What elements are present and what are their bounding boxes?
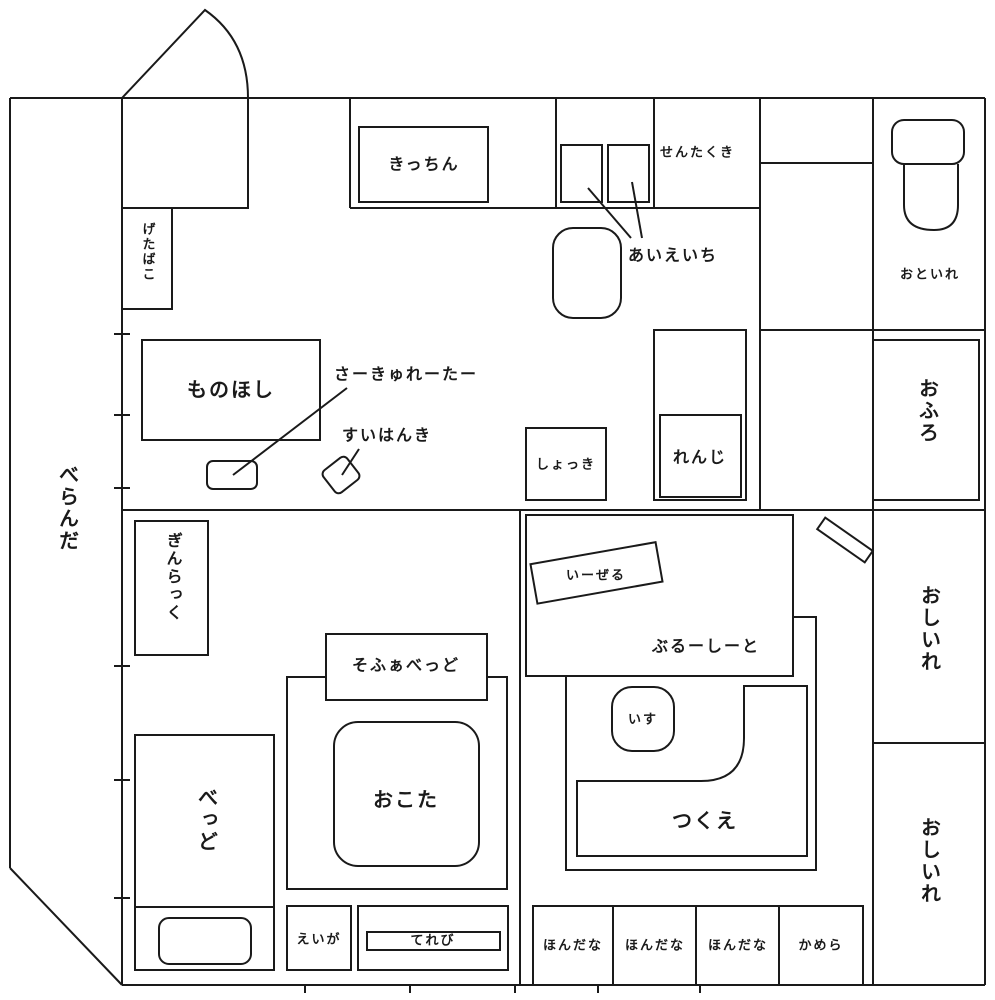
shelf-2-label: ほんだな [625, 939, 685, 954]
shelf-3-label: ほんだな [708, 939, 768, 954]
microwave [659, 414, 742, 498]
ih-label: あいえいち [628, 246, 718, 265]
blue-sheet-label: ぶるーしーと [651, 637, 760, 656]
sofa-bed-label: そふぁべっど [352, 656, 460, 675]
rice-cooker [321, 455, 361, 495]
desk [576, 685, 808, 857]
washer-label: せんたくき [660, 146, 735, 161]
fridge [552, 227, 622, 319]
kitchen-counter [358, 126, 489, 203]
toilet-fixture [891, 119, 965, 232]
kotatsu [333, 721, 480, 867]
ih-stove [560, 144, 650, 239]
outer-walls [9, 97, 986, 986]
desk-label: つくえ [672, 809, 738, 833]
circulator-leader [232, 387, 348, 476]
easel [529, 541, 664, 605]
microwave-stand [653, 329, 747, 501]
rice-cooker-leader [341, 448, 360, 476]
closet-2-label: おしいれ [918, 817, 942, 905]
bed [134, 734, 275, 971]
interior-walls [122, 98, 985, 985]
easel-label: いーぜる [566, 569, 626, 584]
tv [366, 931, 501, 951]
chair-label: いす [628, 713, 658, 728]
movie-label: えいが [296, 932, 341, 948]
gin-rack-label: ぎんらっく [164, 531, 183, 622]
dish-rack [525, 427, 607, 501]
movie-box [286, 905, 352, 971]
circulator-label: さーきゅれーたー [334, 365, 478, 384]
getabako-box [121, 207, 173, 310]
rice-cooker-label: すいはんき [342, 426, 432, 445]
tv-label: てれび [410, 934, 455, 949]
kotatsu-label: おこた [373, 788, 439, 812]
camera-label: かめら [798, 939, 843, 954]
bathtub [872, 339, 980, 501]
microwave-label: れんじ [673, 448, 727, 467]
pillow [158, 917, 252, 965]
dish-rack-label: しょっき [536, 458, 596, 473]
circulator [206, 460, 258, 490]
small-board [815, 516, 875, 564]
chair [611, 686, 675, 752]
toilet-label: おといれ [900, 268, 960, 283]
kitchen-label: きっちん [388, 155, 459, 174]
drying-rack [141, 339, 321, 441]
bookshelf-row [532, 905, 864, 986]
bed-label: べっど [195, 787, 219, 853]
getabako-label: げたばこ [140, 222, 155, 282]
veranda-label: べらんだ [56, 464, 80, 552]
shelf-1-label: ほんだな [543, 939, 603, 954]
entrance-door [121, 8, 249, 209]
drying-label: ものほし [187, 378, 275, 402]
bath-label: おふろ [916, 378, 940, 444]
window-marks [114, 333, 701, 993]
gin-rack [134, 520, 209, 656]
sofa-bed-back [325, 633, 488, 701]
tv-stand [357, 905, 509, 971]
closet-1-label: おしいれ [918, 585, 942, 673]
